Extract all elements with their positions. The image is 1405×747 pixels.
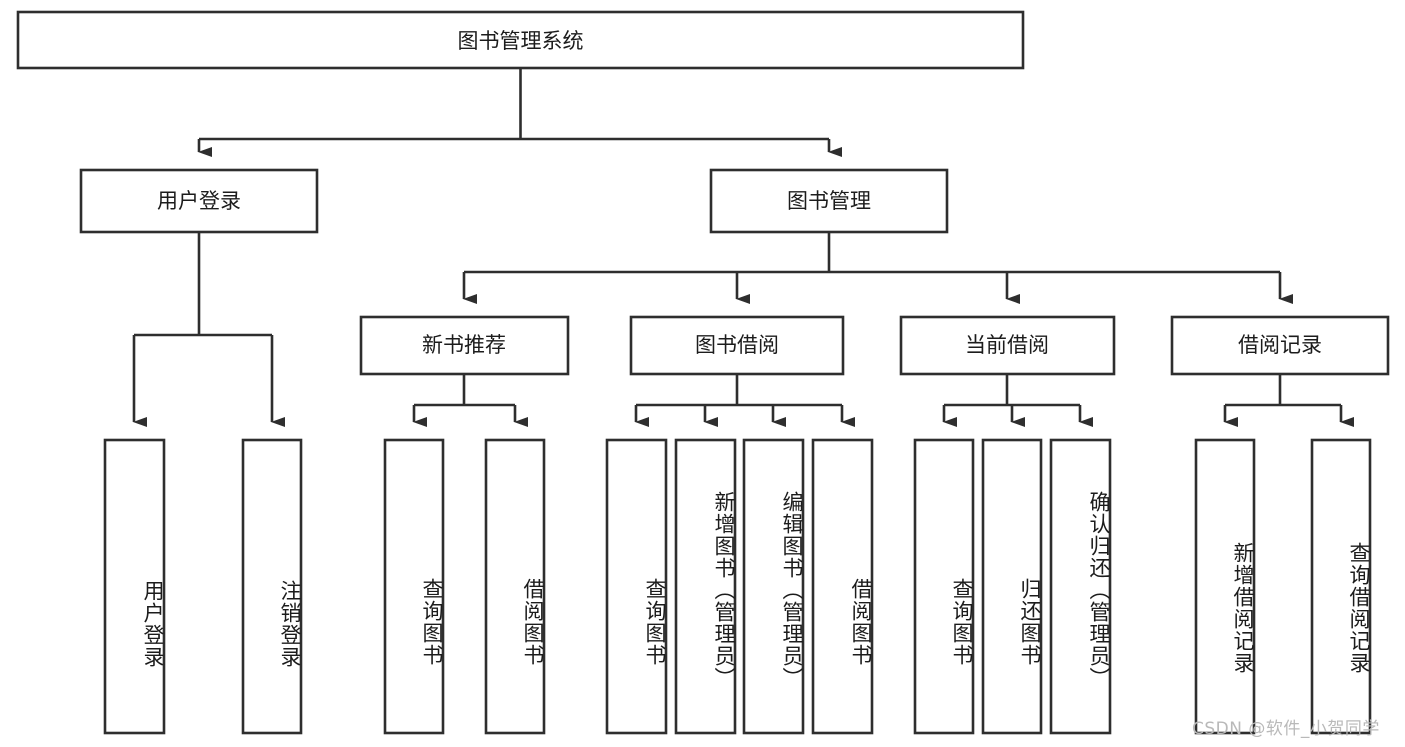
borrow-record-label: 借阅记录: [1238, 333, 1322, 357]
current-borrow-box[interactable]: [899, 315, 1116, 376]
node-user-login[interactable]: 用户登录: [79, 168, 319, 234]
leaf-box-query-book-bb[interactable]: [605, 438, 668, 735]
node-current-borrow[interactable]: 当前借阅: [899, 315, 1116, 376]
node-book-borrow[interactable]: 图书借阅: [629, 315, 845, 376]
node-new-book-recommend[interactable]: 新书推荐: [359, 315, 570, 376]
new-book-recommend-label: 新书推荐: [422, 333, 506, 357]
connectors: [132, 68, 1354, 427]
csdn-watermark: CSDN @软件_小贺同学: [1192, 719, 1380, 739]
book-borrow-box[interactable]: [629, 315, 845, 376]
leaf-box-query-book-cb[interactable]: [913, 438, 975, 735]
leaf-boxes: [103, 438, 1372, 735]
book-borrow-label: 图书借阅: [695, 333, 779, 357]
user-login-label: 用户登录: [157, 189, 241, 213]
leaf-box-confirm-return-admin[interactable]: [1049, 438, 1112, 735]
borrow-record-box[interactable]: [1170, 315, 1390, 376]
user-login-box[interactable]: [79, 168, 319, 234]
root-label: 图书管理系统: [458, 29, 584, 53]
leaf-box-logout[interactable]: [241, 438, 303, 735]
leaf-box-edit-book-admin[interactable]: [742, 438, 805, 735]
leaf-box-add-borrow-record[interactable]: [1194, 438, 1256, 735]
leaf-box-user-login[interactable]: [103, 438, 166, 735]
new-book-recommend-box[interactable]: [359, 315, 570, 376]
current-borrow-label: 当前借阅: [965, 333, 1049, 357]
node-root[interactable]: 图书管理系统: [16, 10, 1025, 70]
node-borrow-record[interactable]: 借阅记录: [1170, 315, 1390, 376]
leaf-box-query-book-nb[interactable]: [383, 438, 445, 735]
leaf-box-borrow-book-nb[interactable]: [484, 438, 546, 735]
leaf-box-add-book-admin[interactable]: [674, 438, 737, 735]
leaf-box-query-borrow-record[interactable]: [1310, 438, 1372, 735]
root-box[interactable]: [16, 10, 1025, 70]
leaf-box-borrow-book-bb[interactable]: [811, 438, 874, 735]
node-book-management[interactable]: 图书管理: [709, 168, 949, 234]
leaf-box-return-book[interactable]: [981, 438, 1043, 735]
book-management-box[interactable]: [709, 168, 949, 234]
book-management-label: 图书管理: [787, 189, 871, 213]
